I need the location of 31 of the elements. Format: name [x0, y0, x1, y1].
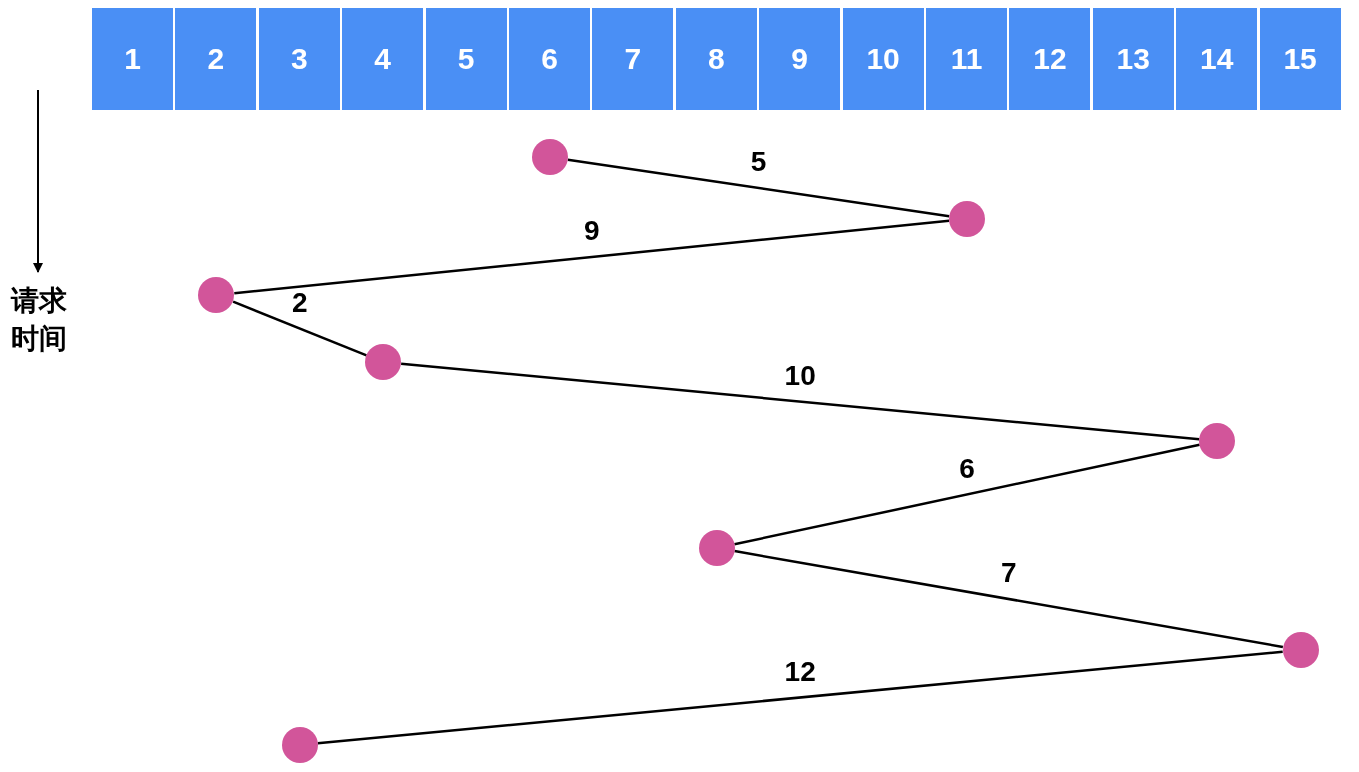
track-cell: 9 [759, 8, 841, 110]
point-dot [1282, 632, 1319, 668]
point-dot [281, 727, 318, 763]
track-cell: 13 [1092, 8, 1174, 110]
point-dot [698, 530, 735, 566]
connector-line [567, 158, 950, 218]
track-cell: 2 [175, 8, 257, 110]
track-cell: 4 [342, 8, 424, 110]
track-cell: 10 [842, 8, 924, 110]
point-dot [1199, 423, 1236, 459]
track-cell: 5 [425, 8, 507, 110]
track-cell: 3 [258, 8, 340, 110]
connector-line [734, 443, 1200, 546]
point-dot [532, 139, 568, 175]
point-dot [949, 201, 985, 237]
connector-line [401, 362, 1200, 441]
point-dot [198, 277, 235, 313]
axis-label: 请求时间 [9, 284, 68, 356]
point-dot [365, 344, 402, 380]
track-cell: 15 [1259, 8, 1341, 110]
connector-line [317, 650, 1283, 745]
track-cell: 14 [1176, 8, 1258, 110]
track-cell: 6 [509, 8, 590, 110]
connector-line [734, 549, 1284, 649]
track-cell: 12 [1009, 8, 1091, 110]
track-cell: 7 [592, 8, 674, 110]
connector-line [234, 219, 950, 295]
track-cell: 11 [926, 8, 1007, 110]
track-cell: 1 [92, 8, 173, 110]
track-cell: 8 [675, 8, 757, 110]
connector-line [232, 300, 367, 357]
